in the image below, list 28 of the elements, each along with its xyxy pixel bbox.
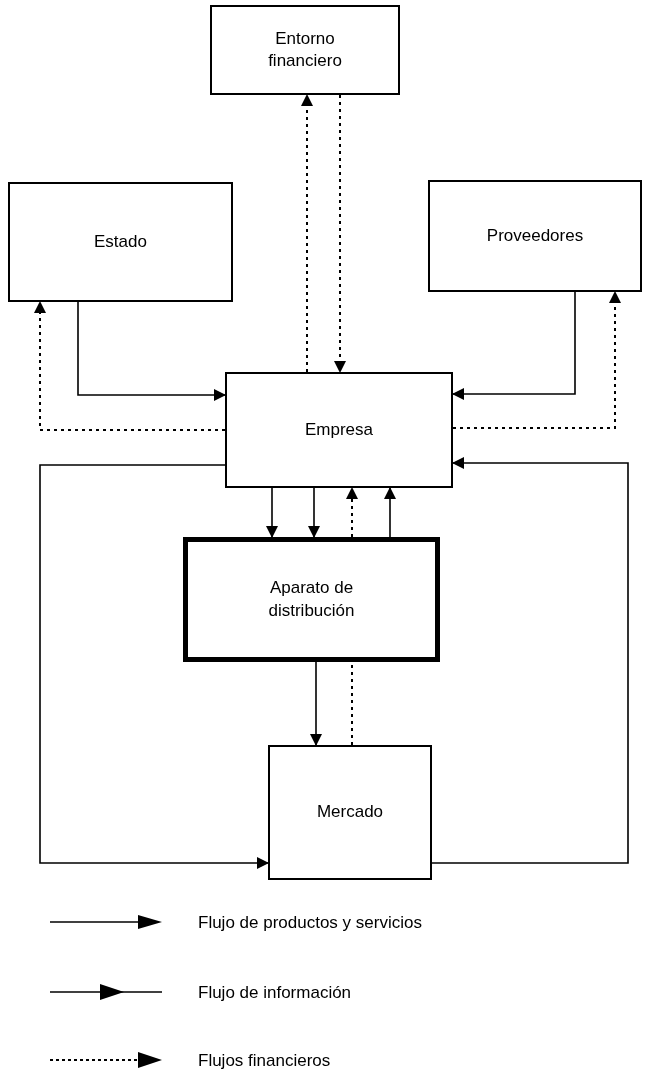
arrow bbox=[310, 661, 322, 746]
box-label: Empresa bbox=[305, 418, 373, 441]
arrow bbox=[301, 94, 313, 373]
process-box bbox=[210, 5, 400, 95]
box-label: Entorno financiero bbox=[267, 27, 343, 72]
arrow bbox=[346, 487, 358, 538]
legend-label: Flujo de productos y servicios bbox=[198, 912, 422, 934]
arrow bbox=[334, 94, 346, 373]
arrow bbox=[452, 291, 576, 400]
arrow bbox=[384, 487, 396, 538]
box-label: Mercado bbox=[316, 801, 384, 824]
legend-label: Flujo de información bbox=[198, 982, 352, 1004]
process-box bbox=[225, 372, 453, 488]
process-box bbox=[428, 180, 642, 292]
process-box bbox=[8, 182, 233, 302]
arrow bbox=[34, 301, 226, 431]
process-box bbox=[268, 745, 432, 880]
arrow bbox=[39, 464, 269, 869]
process-box bbox=[183, 537, 440, 662]
arrow bbox=[431, 457, 629, 864]
box-label: Aparato de distribución bbox=[267, 577, 356, 622]
box-label: Proveedores bbox=[486, 224, 584, 247]
arrow bbox=[308, 487, 320, 538]
legend-label: Flujos financieros bbox=[198, 1050, 331, 1072]
arrow bbox=[452, 291, 621, 429]
box-label: Estado bbox=[94, 230, 147, 253]
arrow bbox=[77, 301, 226, 401]
arrow bbox=[266, 487, 278, 538]
